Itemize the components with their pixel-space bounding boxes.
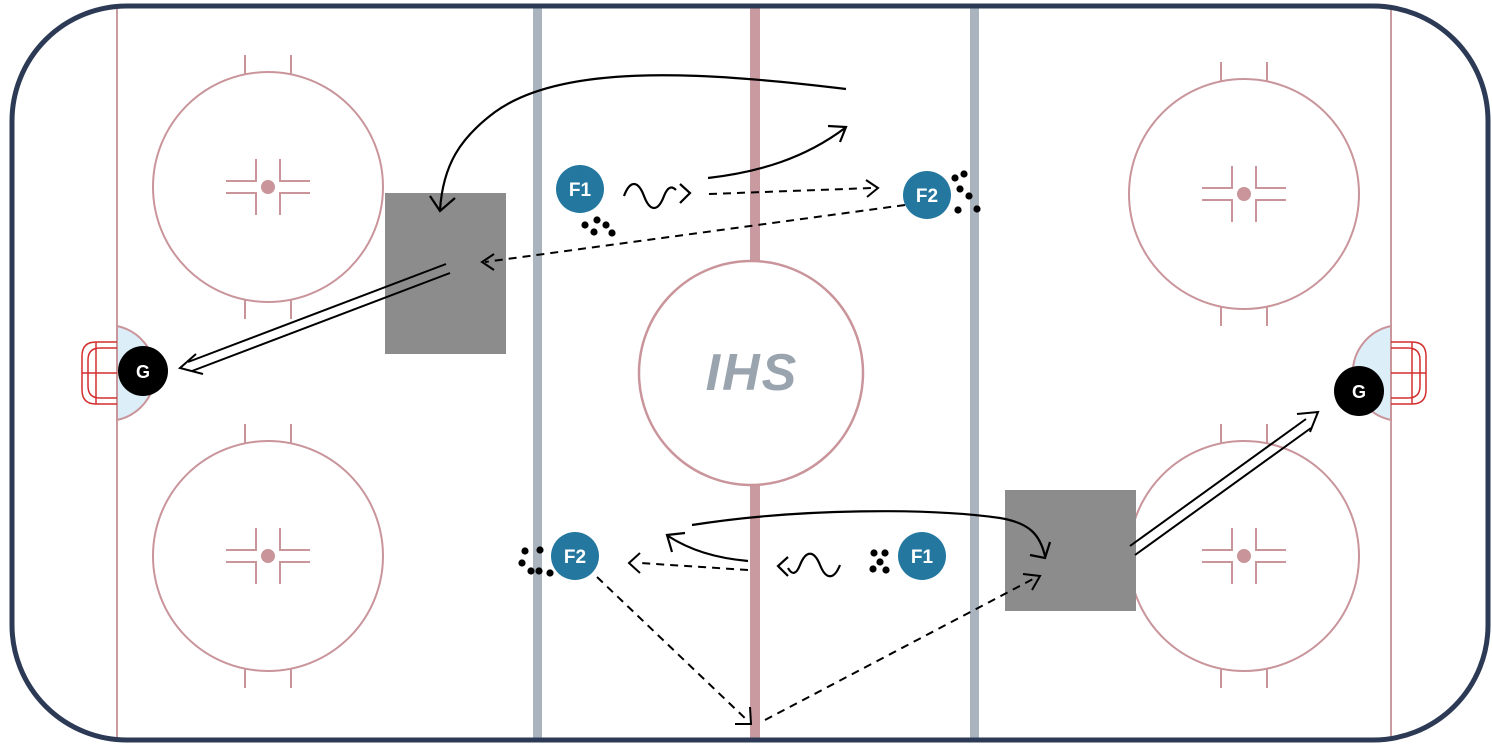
carry-arrowhead-top: [679, 183, 692, 204]
puck-dots-top-f2: [951, 170, 981, 214]
shot-line-a-left: [187, 263, 447, 363]
screen-box-top-left: [385, 193, 506, 354]
skate-path-f1-bottom: [667, 535, 749, 563]
puck-dots-bottom-f1: [869, 549, 890, 574]
shot-line-b-left: [191, 272, 451, 372]
pass-f2-to-box-top: [484, 204, 906, 263]
right-net: [1391, 341, 1427, 405]
shot-arrowhead-right: [1296, 410, 1320, 433]
pass-arrowhead-up-to-box-bottom: [1022, 573, 1042, 591]
pass-arrowhead-f2-down-bottom: [735, 706, 753, 725]
shot-line-a-right: [1129, 418, 1307, 547]
screen-box-bottom-right: [1005, 490, 1136, 611]
player-bottom-f2[interactable]: F2: [551, 532, 599, 580]
goalie-left[interactable]: G: [118, 346, 168, 396]
rink-markings: [81, 6, 1427, 740]
shot-arrowhead-left: [177, 353, 204, 375]
goalie-right[interactable]: G: [1334, 366, 1384, 416]
shot-line-b-right: [1134, 427, 1312, 556]
pass-arrowhead-f2-to-box-top: [480, 253, 495, 271]
svg-text:F2: F2: [564, 547, 586, 568]
faceoff-circle-bottom-left: [152, 424, 384, 688]
skate-arrowhead-long-top: [429, 195, 456, 213]
skate-arrowhead-f1-bottom: [665, 531, 686, 553]
carry-arrowhead-bottom: [776, 556, 789, 577]
svg-text:F1: F1: [569, 180, 592, 201]
carry-wavy-path-bottom: [787, 552, 842, 578]
svg-text:G: G: [136, 362, 150, 382]
rink-boards: [9, 3, 1491, 743]
center-circle: [637, 259, 865, 487]
svg-text:F2: F2: [916, 186, 938, 207]
faceoff-circle-top-right: [1128, 62, 1360, 326]
faceoff-circle-top-left: [152, 55, 384, 319]
pass-f2-down-bottom: [596, 576, 749, 722]
carry-wavy-path-top: [622, 182, 677, 210]
skate-path-long-bottom: [691, 510, 1047, 557]
skate-path-f1-top: [707, 127, 846, 180]
left-blue-line: [533, 6, 542, 740]
svg-text:F1: F1: [911, 547, 934, 568]
skate-arrowhead-f1-top: [827, 124, 848, 143]
player-top-f2[interactable]: F2: [903, 171, 951, 219]
player-bottom-f1[interactable]: F1: [898, 532, 946, 580]
right-blue-line: [970, 6, 979, 740]
svg-text:G: G: [1352, 382, 1366, 402]
pass-arrowhead-f1-to-f2-top: [865, 179, 880, 198]
pass-f1-to-f2-bottom: [639, 562, 749, 571]
pass-up-to-box-bottom: [764, 577, 1036, 721]
skate-arrowhead-long-bottom: [1029, 541, 1052, 560]
left-net: [81, 341, 117, 405]
puck-dots-bottom-f2: [518, 546, 554, 577]
puck-dots-top-f1: [581, 216, 616, 237]
skate-path-long-top: [438, 74, 847, 211]
pass-arrowhead-f1-to-f2-bottom: [627, 552, 641, 574]
center-logo: IHS: [706, 344, 799, 402]
player-top-f1[interactable]: F1: [556, 165, 604, 213]
